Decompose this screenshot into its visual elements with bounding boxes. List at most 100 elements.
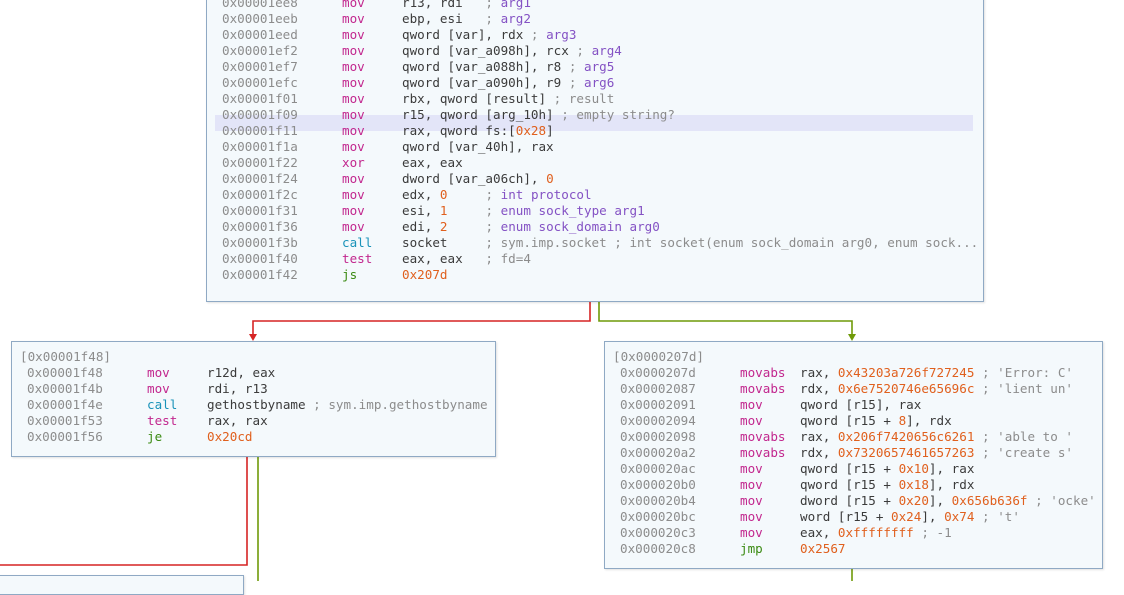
operands: 0x207d bbox=[402, 267, 448, 283]
address: 0x00001f1a bbox=[222, 139, 298, 154]
edge-false-to-1f48 bbox=[252, 302, 591, 335]
operands: dword [var_a06ch], 0 bbox=[402, 171, 554, 187]
edge-left-red-out bbox=[0, 457, 248, 566]
address: 0x00001f09 bbox=[222, 107, 298, 122]
operands: rbx, qword [result] ; result bbox=[402, 91, 614, 107]
operands: 0x20cd bbox=[207, 429, 253, 445]
operand-part: 0x74 bbox=[944, 509, 975, 524]
operands: rax, 0x43203a726f727245 ; 'Error: C' bbox=[800, 365, 1073, 381]
operand-part: 0x7320657461657263 bbox=[837, 445, 975, 460]
operand-part: 0x20cd bbox=[207, 429, 253, 444]
operand-part: qword [r15], rax bbox=[800, 397, 922, 412]
operand-part bbox=[448, 187, 486, 202]
operands: edi, 2 ; enum sock_domain arg0 bbox=[402, 219, 660, 235]
operand-part: ; 'ocke' bbox=[1035, 493, 1096, 508]
operand-part: edi, bbox=[402, 219, 440, 234]
operands: r12d, eax bbox=[207, 365, 275, 381]
operand-part: ; 'able to ' bbox=[982, 429, 1073, 444]
address: 0x000020b4 bbox=[620, 493, 696, 508]
block-header: [0x00001f48] bbox=[20, 349, 111, 364]
operand-part bbox=[974, 381, 982, 396]
operands: rax, 0x206f7420656c6261 ; 'able to ' bbox=[800, 429, 1073, 445]
operand-part: ; 'create s' bbox=[982, 445, 1073, 460]
mnemonic: mov bbox=[342, 171, 365, 186]
operand-part: rax, qword fs:[ bbox=[402, 123, 516, 138]
operand-part: word [r15 + bbox=[800, 509, 891, 524]
operand-part: ; sym.imp.gethostbyname bbox=[313, 397, 488, 412]
operand-part: esi, bbox=[402, 203, 440, 218]
operand-part bbox=[448, 203, 486, 218]
mnemonic: call bbox=[147, 397, 178, 412]
operand-part: ; result bbox=[553, 91, 615, 106]
address: 0x00001eeb bbox=[222, 11, 298, 26]
mnemonic: mov bbox=[342, 123, 365, 138]
operand-part: qword [var_a098h], rcx bbox=[402, 43, 577, 58]
operand-part: ], rax bbox=[928, 461, 975, 476]
mnemonic: jmp bbox=[740, 541, 763, 556]
operands: 0x2567 bbox=[800, 541, 846, 557]
basic-block-partial[interactable] bbox=[0, 575, 244, 595]
operands: dword [r15 + 0x20], 0x656b636f ; 'ocke' bbox=[800, 493, 1096, 509]
address: 0x00001f22 bbox=[222, 155, 298, 170]
mnemonic: mov bbox=[740, 477, 763, 492]
address: 0x00001f01 bbox=[222, 91, 298, 106]
operands: r13, rdi ; arg1 bbox=[402, 0, 531, 11]
address: 0x00001ee8 bbox=[222, 0, 298, 10]
operand-part: ; sym.imp.socket ; int socket(enum sock_… bbox=[485, 235, 979, 250]
operand-part: arg3 bbox=[546, 27, 577, 42]
address: 0x000020ac bbox=[620, 461, 696, 476]
mnemonic: mov bbox=[342, 59, 365, 74]
operands: qword [r15 + 0x10], rax bbox=[800, 461, 974, 477]
operands: qword [var], rdx ; arg3 bbox=[402, 27, 576, 43]
operand-part: qword [r15 + bbox=[800, 413, 899, 428]
operand-part: rdx, bbox=[800, 381, 838, 396]
mnemonic: call bbox=[342, 235, 373, 250]
mnemonic: mov bbox=[342, 75, 365, 90]
graph-edges bbox=[0, 302, 856, 581]
block-header: [0x0000207d] bbox=[613, 349, 704, 364]
operand-part: edx, bbox=[402, 187, 440, 202]
address: 0x00001f2c bbox=[222, 187, 298, 202]
operand-part: arg5 bbox=[583, 59, 615, 74]
operand-part: ; bbox=[568, 59, 584, 74]
operands: eax, eax bbox=[402, 155, 463, 171]
